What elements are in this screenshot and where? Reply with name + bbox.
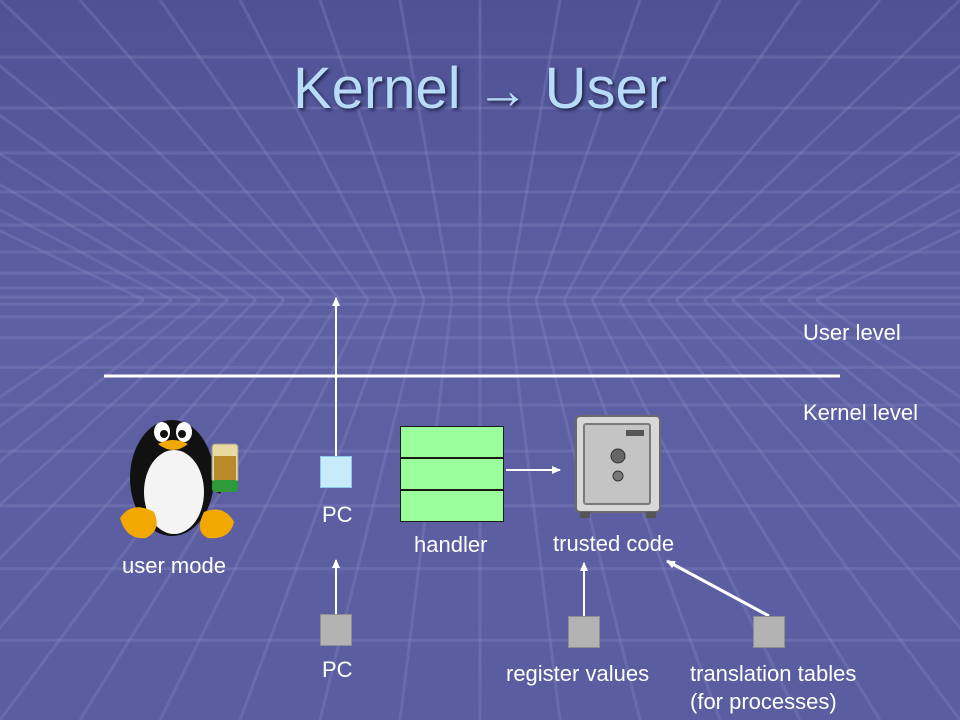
pc-upper-label: PC — [322, 502, 353, 527]
handler-cell — [400, 426, 504, 458]
pc-register-box — [320, 456, 352, 488]
pc-saved-box — [320, 614, 352, 646]
translation-tables-label: translation tables — [690, 661, 857, 686]
translation-tables-arrow — [666, 559, 770, 618]
trusted-code-label: trusted code — [553, 531, 675, 556]
safe-icon — [575, 415, 661, 518]
register-values-label: register values — [506, 661, 650, 686]
pc-lower-label: PC — [322, 657, 353, 682]
title-kernel: Kernel — [292, 56, 461, 121]
linux-penguin-icon — [120, 420, 239, 539]
handler-cell — [400, 490, 504, 522]
handler-label: handler — [414, 532, 488, 557]
user-level-label: User level — [803, 320, 901, 345]
translation-tables-sublabel: (for processes) — [690, 689, 837, 714]
translation-tables-box — [753, 616, 785, 648]
register-values-box — [568, 616, 600, 648]
user-mode-label: user mode — [122, 553, 226, 578]
right-arrow-icon: → — [476, 62, 529, 120]
handler-cell — [400, 458, 504, 490]
title-user: User — [544, 56, 668, 121]
kernel-level-label: Kernel level — [803, 400, 918, 425]
slide-title: Kernel → User — [0, 55, 960, 122]
